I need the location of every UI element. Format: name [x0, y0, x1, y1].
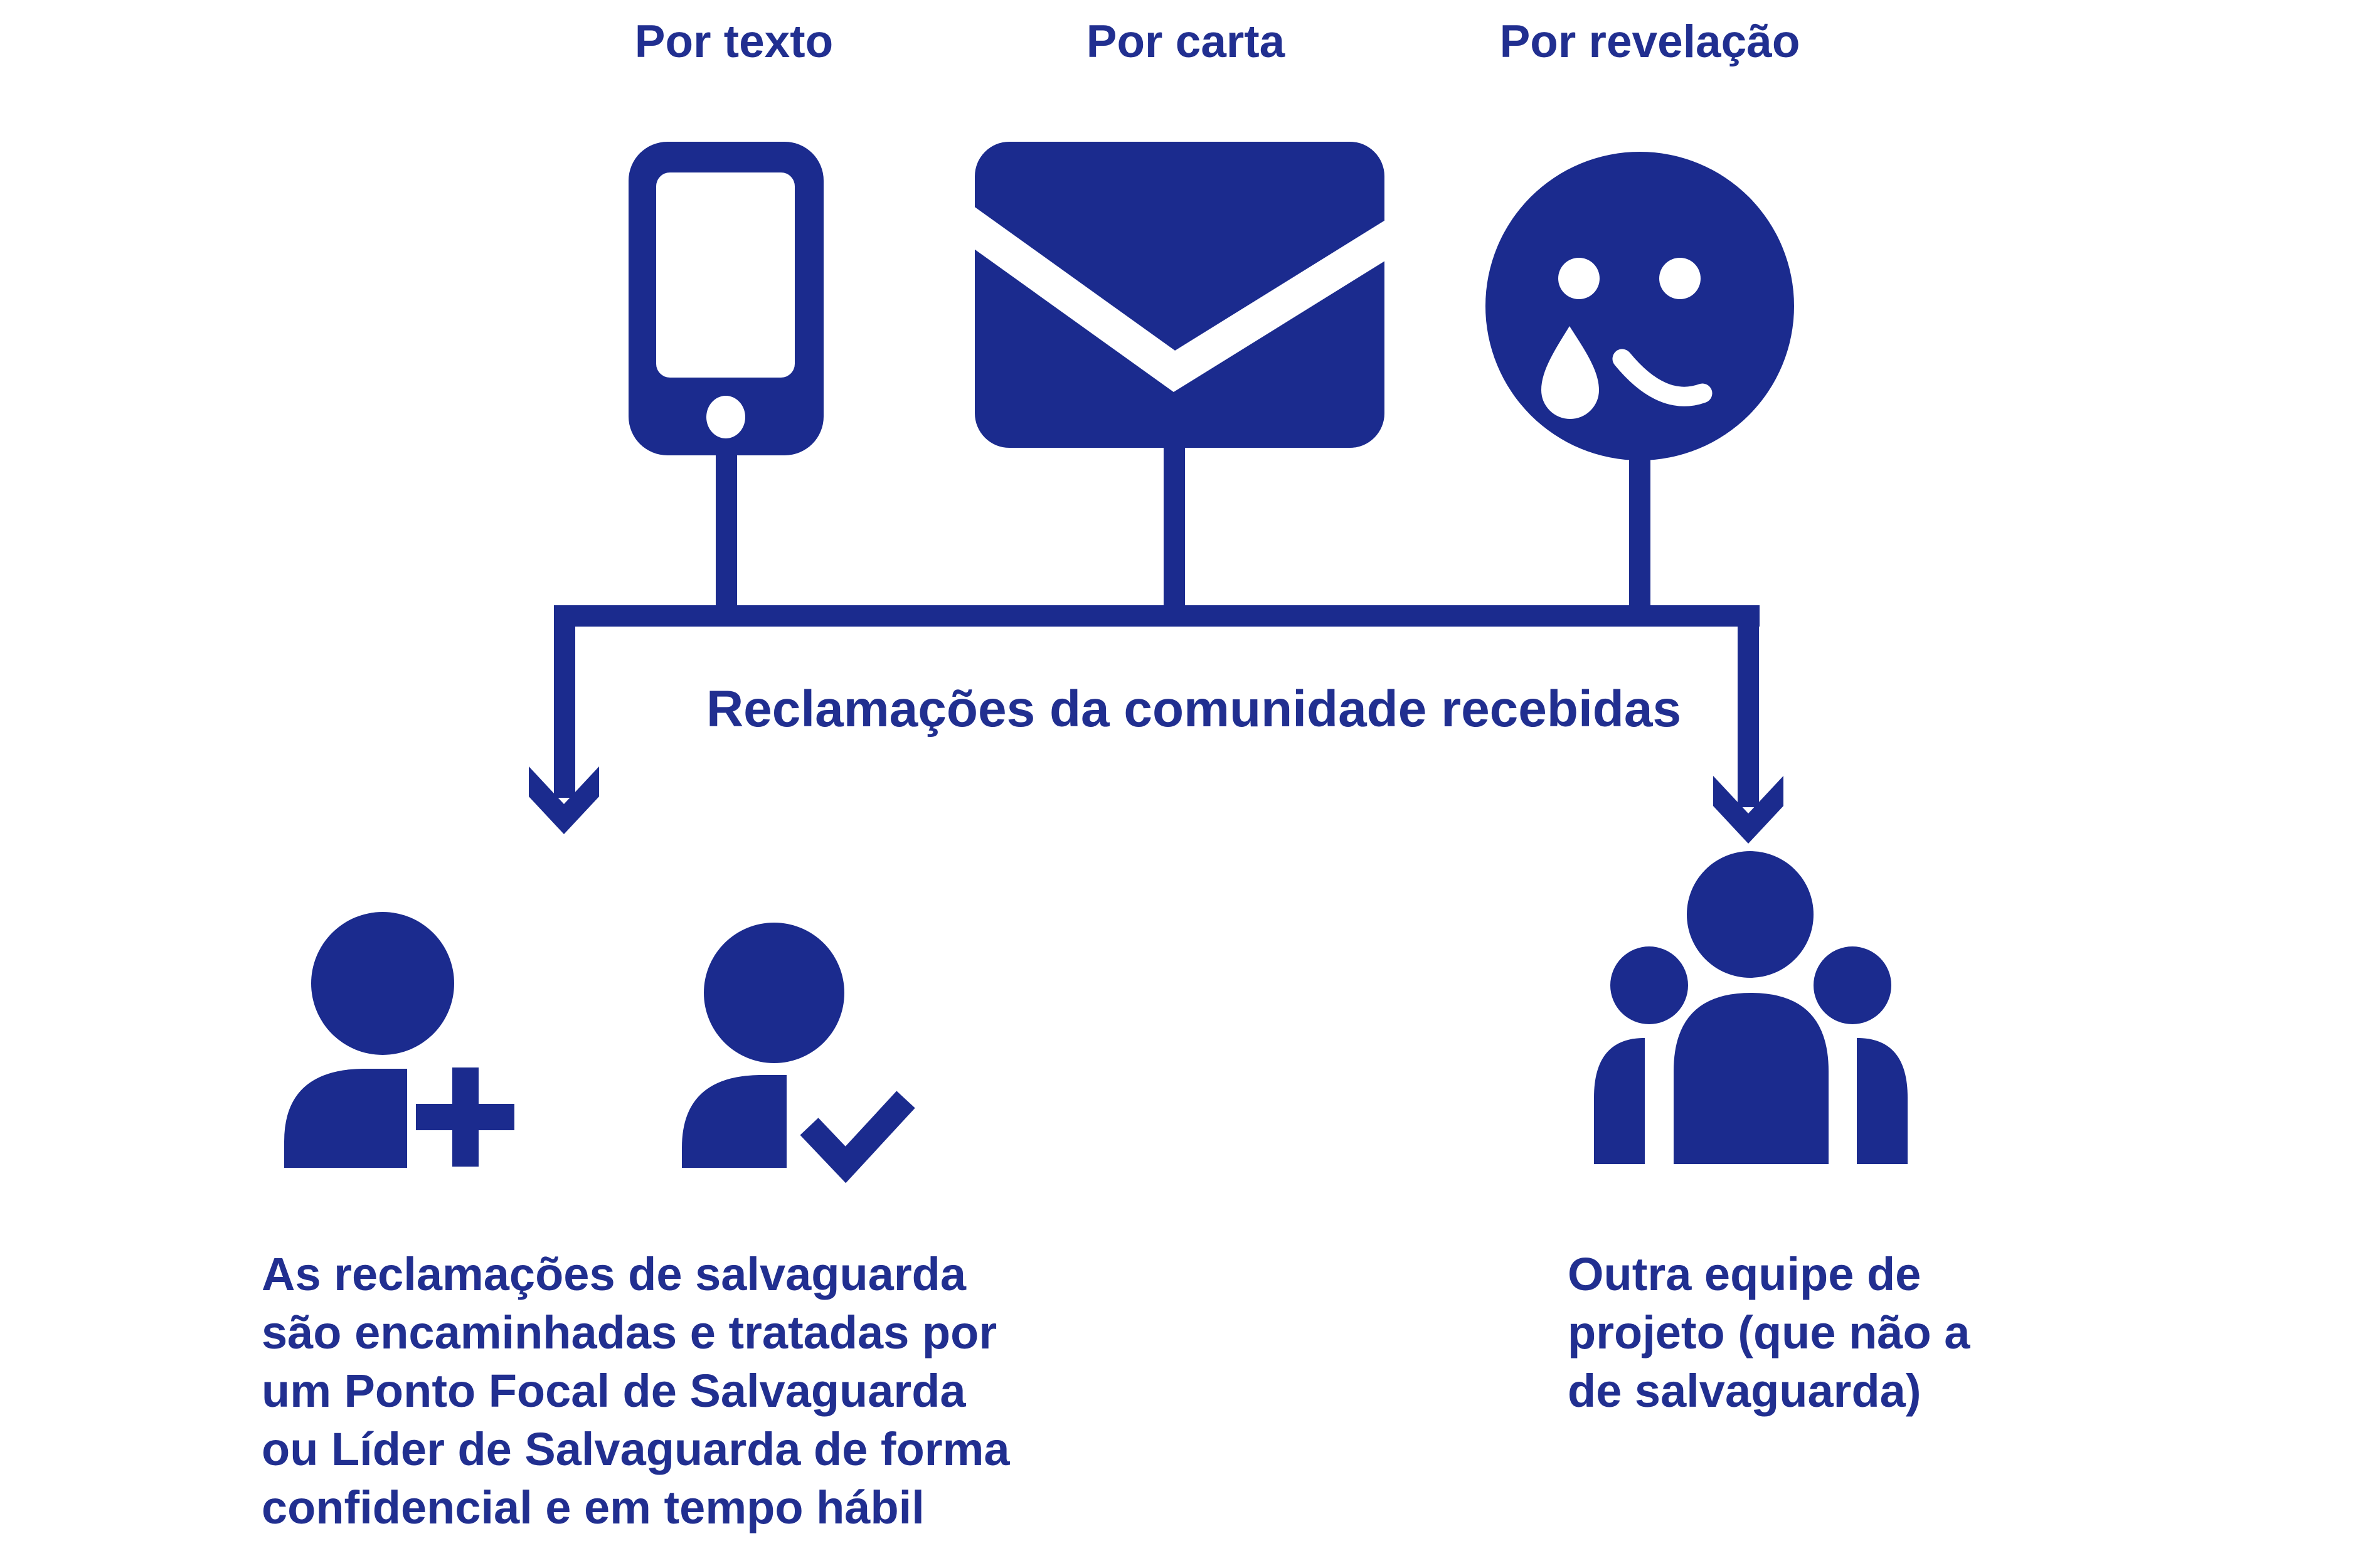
- sad-face-icon: [1485, 152, 1794, 460]
- left-arrowhead-icon: [529, 766, 599, 834]
- right-outcome-text: Outra equipe de projeto (que não a de sa…: [1568, 1245, 1970, 1420]
- group-icon: [1594, 851, 1908, 1164]
- left-outcome-line: são encaminhadas e tratadas por: [262, 1306, 997, 1359]
- person-check-icon: [682, 923, 915, 1184]
- right-person-head: [1814, 946, 1891, 1024]
- left-person-head: [1610, 946, 1688, 1024]
- envelope-icon: [975, 142, 1384, 448]
- right-outcome-line: Outra equipe de: [1568, 1248, 1921, 1300]
- left-outcome-line: confidencial e em tempo hábil: [262, 1481, 925, 1534]
- phone-stem-line: [716, 439, 737, 608]
- right-person-body: [1857, 1038, 1908, 1164]
- connector-lines: [529, 439, 1783, 844]
- right-eye: [1659, 258, 1701, 299]
- check-mark: [800, 1091, 915, 1184]
- phone-icon: [629, 142, 824, 455]
- left-outcome-line: ou Líder de Salvaguarda de forma: [262, 1423, 1010, 1475]
- left-outcome-text: As reclamações de salvaguarda são encami…: [262, 1245, 1010, 1537]
- left-person-body: [1594, 1038, 1645, 1164]
- right-outcome-line: projeto (que não a: [1568, 1306, 1970, 1359]
- plus-horizontal: [416, 1104, 514, 1130]
- tear-drop: [1541, 326, 1599, 419]
- face-stem-line: [1629, 452, 1650, 608]
- right-arrowhead-icon: [1713, 776, 1783, 844]
- left-outcome-line: um Ponto Focal de Salvaguarda: [262, 1365, 966, 1417]
- center-person-body: [1674, 993, 1829, 1164]
- channel-label-por-revelacao: Por revelação: [1499, 16, 1800, 67]
- channel-label-por-texto: Por texto: [634, 16, 834, 67]
- left-eye: [1558, 258, 1600, 299]
- person-add-icon: [284, 912, 514, 1168]
- right-arrow-stem: [1738, 624, 1759, 807]
- diagram-title: Reclamações da comunidade recebidas: [706, 681, 1682, 738]
- frown-mouth: [1612, 349, 1713, 406]
- horizontal-bar: [554, 605, 1760, 627]
- channel-label-por-carta: Por carta: [1086, 16, 1285, 67]
- center-person-head: [1687, 851, 1814, 978]
- envelope-stem-line: [1164, 439, 1185, 608]
- left-arrow-stem: [554, 624, 575, 798]
- right-outcome-line: de salvaguarda): [1568, 1365, 1921, 1417]
- left-outcome-line: As reclamações de salvaguarda: [262, 1248, 966, 1300]
